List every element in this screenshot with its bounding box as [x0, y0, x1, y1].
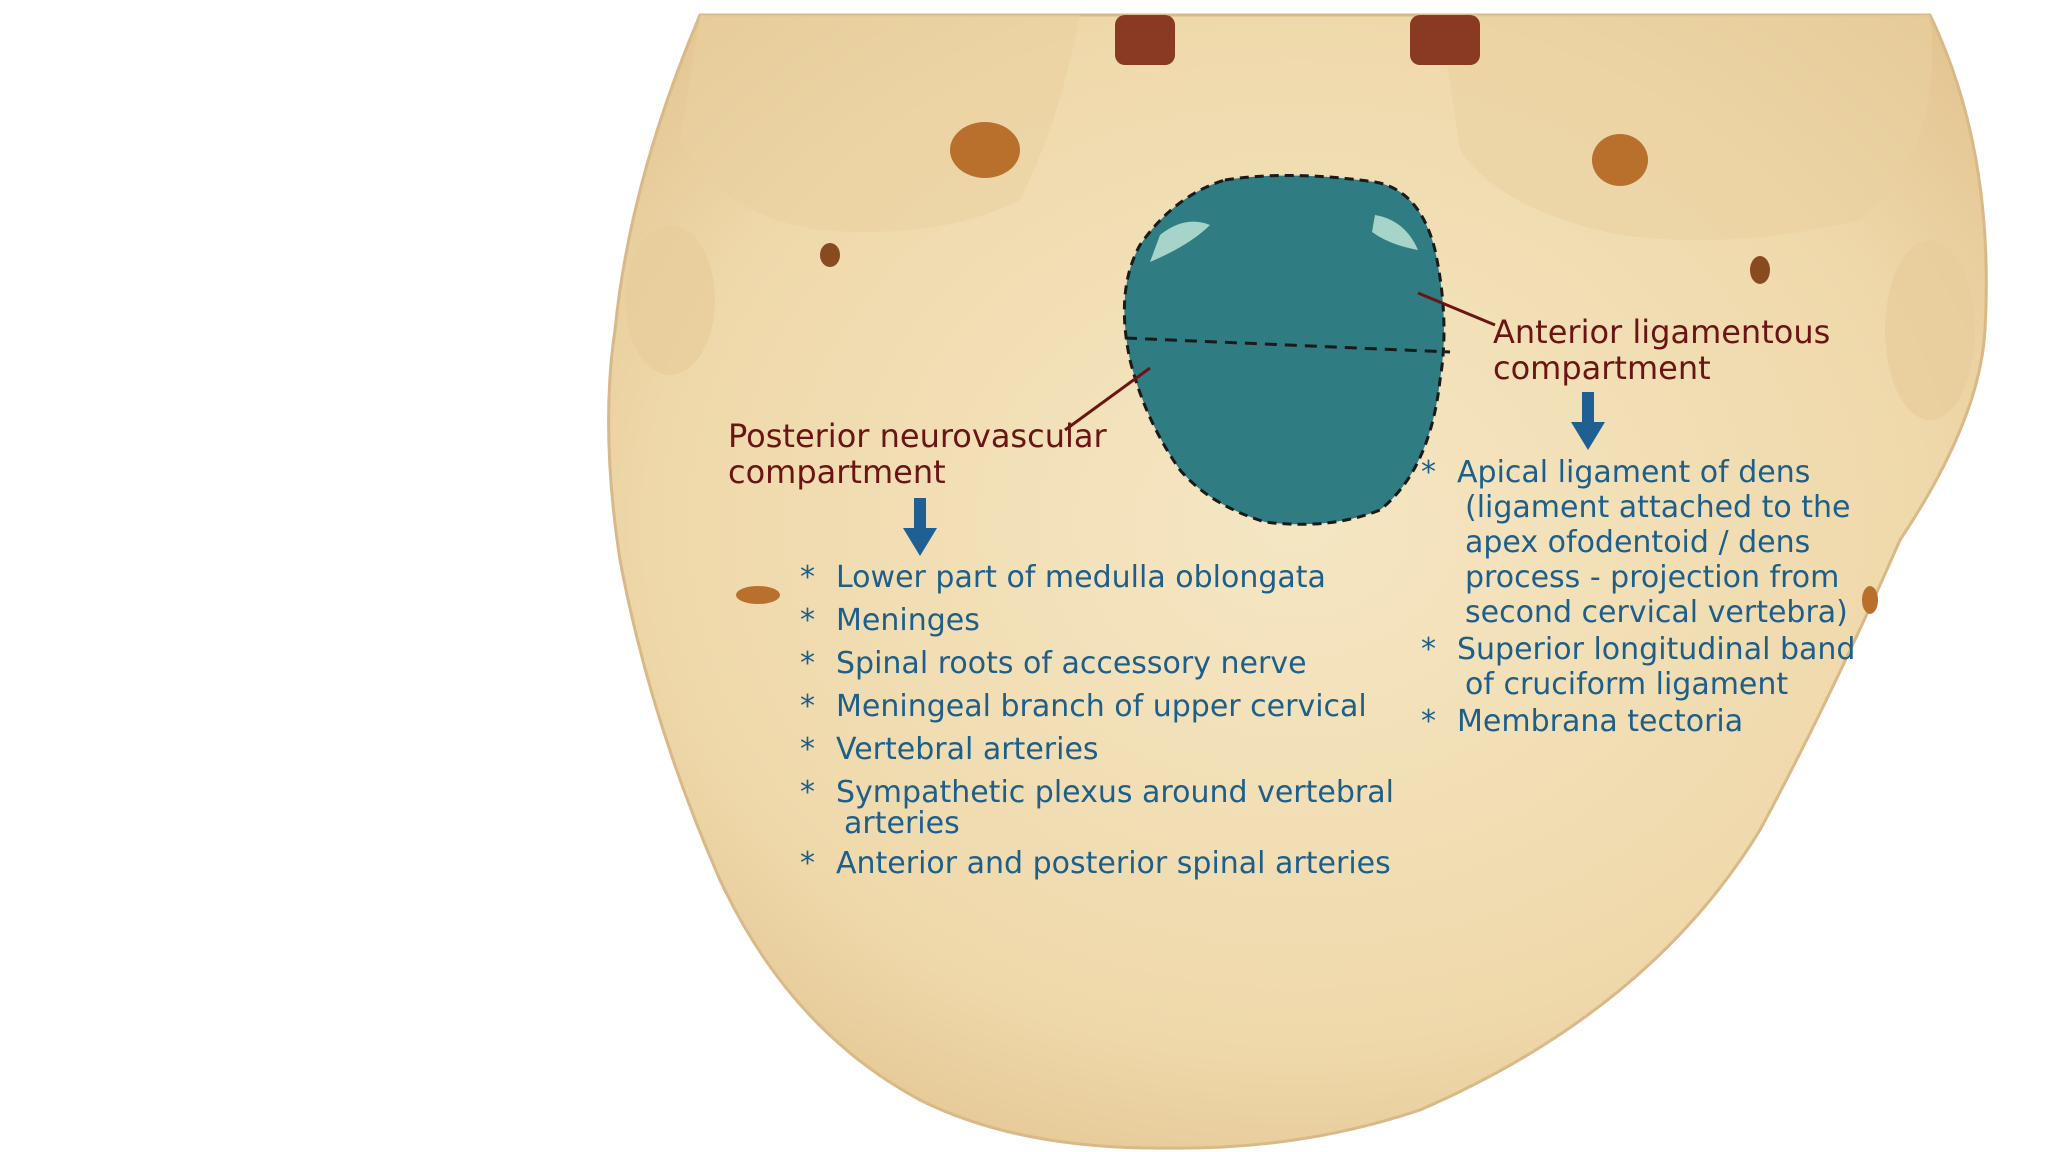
foramen-magnum [1122, 173, 1446, 526]
list-item: * Apical ligament of dens (ligament atta… [1421, 455, 1851, 630]
anterior-contents-list: * Apical ligament of dens (ligament atta… [1421, 455, 1855, 739]
list-item: * Vertebral arteries [800, 732, 1099, 767]
right-canal [1592, 134, 1648, 186]
list-item: * Sympathetic plexus around vertebral ar… [800, 775, 1394, 841]
basilar-gap-left [1115, 15, 1175, 65]
bullet-star-icon: * [800, 689, 815, 724]
compartment-divider [1124, 336, 1451, 354]
right-mastoid-notch [1862, 586, 1878, 614]
right-small-foramen [1750, 256, 1770, 284]
bullet-star-icon: * [800, 646, 815, 681]
posterior-compartment-title: Posterior neurovascular compartment [728, 418, 1107, 490]
posterior-down-arrow-icon [903, 498, 937, 556]
list-item: * Anterior and posterior spinal arteries [800, 846, 1391, 881]
bullet-star-icon: * [1421, 632, 1436, 667]
anterior-title-line1: Anterior ligamentous [1493, 313, 1831, 351]
left-mastoid-process [625, 225, 715, 375]
list-item: * Meningeal branch of upper cervical [800, 689, 1367, 724]
left-small-foramen [820, 243, 840, 267]
left-canal [950, 122, 1020, 178]
left-condyle-tip [1150, 221, 1210, 262]
posterior-title-line1: Posterior neurovascular [728, 417, 1107, 455]
right-condyle-region [1440, 15, 1933, 240]
bullet-star-icon: * [800, 560, 815, 595]
anterior-compartment-title: Anterior ligamentous compartment [1493, 314, 1830, 386]
left-mastoid-notch [736, 586, 780, 604]
right-condyle-tip [1372, 215, 1418, 250]
list-item: * Lower part of medulla oblongata [800, 560, 1326, 595]
bullet-star-icon: * [1421, 455, 1436, 490]
anterior-title-line2: compartment [1493, 349, 1711, 387]
bullet-star-icon: * [800, 732, 815, 767]
posterior-leader-line [1064, 366, 1151, 432]
posterior-title-line2: compartment [728, 453, 946, 491]
list-item: * Meninges [800, 603, 980, 638]
anterior-leader-line [1417, 291, 1496, 327]
posterior-contents-list: * Lower part of medulla oblongata * Meni… [800, 560, 1394, 881]
list-item: * Spinal roots of accessory nerve [800, 646, 1307, 681]
right-mastoid-process [1885, 240, 1975, 420]
basilar-gap-right [1410, 15, 1480, 65]
bullet-star-icon: * [800, 603, 815, 638]
anterior-down-arrow-icon [1571, 392, 1605, 450]
occipital-bone [607, 13, 1988, 1150]
bullet-star-icon: * [800, 775, 815, 810]
left-condyle-region [680, 15, 1080, 232]
bullet-star-icon: * [800, 846, 815, 881]
bullet-star-icon: * [1421, 704, 1436, 739]
list-item: * Membrana tectoria [1421, 704, 1744, 739]
list-item: * Superior longitudinal band of crucifor… [1421, 632, 1856, 702]
